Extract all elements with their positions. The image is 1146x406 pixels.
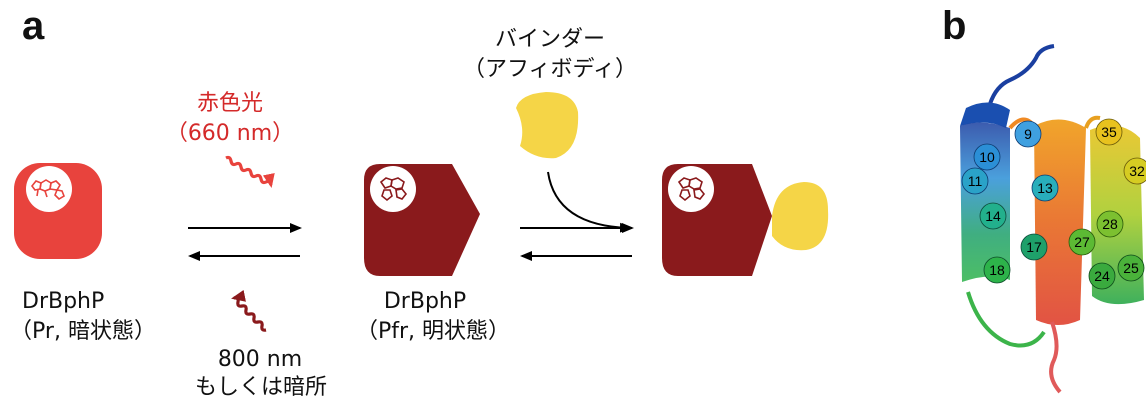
binding-curve-arrow — [547, 171, 632, 233]
red-light-wavelength: （660 nm） — [165, 121, 295, 146]
panel-label-b: b — [942, 4, 967, 48]
red-light-label: 赤色光 — [196, 91, 263, 116]
residue-label: 10 — [979, 149, 995, 165]
residue-label: 14 — [985, 208, 1001, 224]
residue-label: 11 — [968, 173, 983, 189]
residue-label: 24 — [1094, 268, 1110, 284]
panel-label-a: a — [22, 4, 45, 48]
affibody-structure — [960, 44, 1146, 394]
residue-label: 13 — [1037, 180, 1053, 196]
pfr-name-label: DrBphP — [383, 289, 467, 314]
binder-shape — [516, 92, 579, 159]
chromophore-icon — [30, 179, 65, 201]
residue-label: 17 — [1026, 239, 1042, 255]
wavy-arrow-icon — [225, 155, 275, 188]
residue-label: 25 — [1123, 260, 1139, 276]
residue-label: 35 — [1101, 124, 1117, 140]
residue-label: 9 — [1024, 126, 1032, 142]
pfr-state-shape — [364, 164, 480, 276]
wavy-arrow-icon — [231, 289, 267, 332]
residue-label: 18 — [989, 262, 1005, 278]
residue-label: 27 — [1074, 234, 1090, 250]
pfr-state-label: （Pfr, 明状態） — [355, 319, 511, 344]
residue-labels: 9 10 11 13 14 17 18 35 32 28 27 24 25 — [968, 124, 1145, 284]
dark-revert-condition: もしくは暗所 — [194, 375, 327, 400]
chromophore-icon — [677, 177, 706, 202]
residue-label: 32 — [1129, 163, 1145, 179]
residue-label: 28 — [1102, 216, 1118, 232]
complex-state-shape — [662, 164, 829, 276]
binder-type-label: （アフィボディ） — [462, 57, 638, 82]
dark-revert-wavelength: 800 nm — [217, 347, 303, 372]
pr-state-label: （Pr, 暗状態） — [10, 319, 156, 344]
chromophore-icon — [379, 177, 408, 202]
binder-label: バインダー — [494, 27, 605, 52]
pr-name-label: DrBphP — [22, 289, 105, 314]
pr-state-shape — [14, 163, 102, 259]
